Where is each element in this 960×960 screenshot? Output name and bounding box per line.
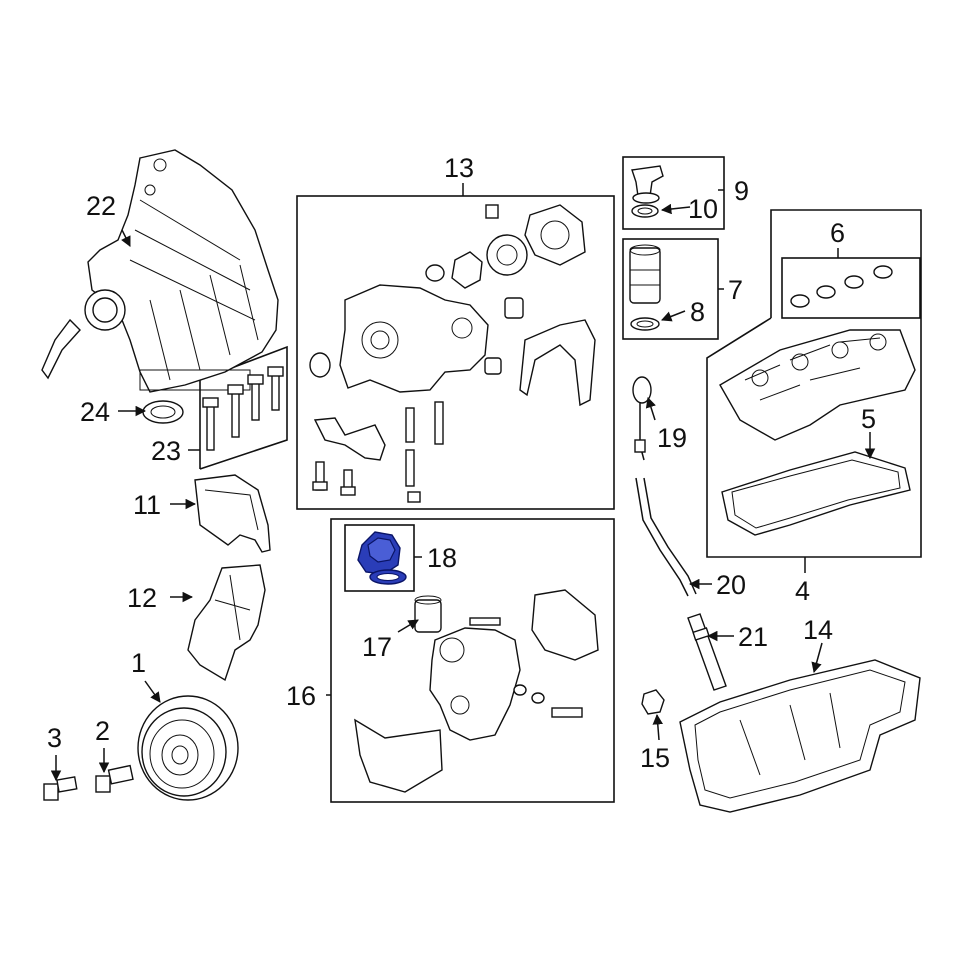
- pulley-bolt-part[interactable]: [95, 764, 134, 793]
- oil-cooler-housing-part[interactable]: [354, 589, 599, 793]
- callout-10: 10: [688, 194, 718, 224]
- callout-8: 8: [690, 297, 705, 327]
- intake-manifold-part[interactable]: [41, 149, 279, 393]
- callout-24: 24: [80, 397, 110, 427]
- callout-labels: 1 2 3 4 5 6 7 8 9 10 11 12 13 14 15 16 1…: [47, 153, 876, 773]
- dipstick-part[interactable]: [632, 376, 652, 461]
- dipstick-tube-part[interactable]: [635, 477, 697, 597]
- callout-21: 21: [738, 622, 768, 652]
- spark-plug-tube-seals-part[interactable]: [790, 265, 893, 308]
- group-frame-4: [706, 209, 922, 558]
- oil-fill-cap-part[interactable]: [631, 165, 664, 204]
- callout-3: 3: [47, 723, 62, 753]
- callout-12: 12: [127, 583, 157, 613]
- adapter-seal-part[interactable]: [630, 317, 660, 331]
- lower-cover-part[interactable]: [187, 564, 266, 682]
- callout-20: 20: [716, 570, 746, 600]
- oil-filter-part[interactable]: [414, 595, 442, 633]
- callout-7: 7: [728, 275, 743, 305]
- crankshaft-pulley-part[interactable]: [137, 695, 239, 801]
- group-frame-18: [344, 524, 415, 592]
- callout-1: 1: [131, 648, 146, 678]
- leader-lines: [50, 183, 876, 782]
- timing-cover-part[interactable]: [194, 474, 271, 553]
- callout-18: 18: [427, 543, 457, 573]
- callout-19: 19: [657, 423, 687, 453]
- group-frame-9: [622, 156, 725, 230]
- callout-11: 11: [133, 490, 161, 520]
- group-frame-16: [330, 518, 615, 803]
- callout-4: 4: [795, 576, 810, 606]
- group-frame-13: [296, 195, 615, 510]
- oil-pan-part[interactable]: [679, 659, 921, 813]
- valve-cover-part[interactable]: [719, 329, 916, 441]
- fill-cap-seal-part[interactable]: [631, 204, 659, 218]
- callout-14: 14: [803, 615, 833, 645]
- callout-17: 17: [362, 632, 392, 662]
- callout-5: 5: [861, 404, 876, 434]
- throttle-gasket-part[interactable]: [142, 400, 184, 424]
- callout-9: 9: [734, 176, 749, 206]
- manifold-bolts-part[interactable]: [202, 366, 284, 451]
- oil-pump-assembly-part[interactable]: [309, 204, 596, 503]
- callout-22: 22: [86, 191, 116, 221]
- callout-13: 13: [444, 153, 474, 183]
- callout-16: 16: [286, 681, 316, 711]
- small-bolt-part[interactable]: [43, 776, 78, 801]
- callout-23: 23: [151, 436, 181, 466]
- callout-6: 6: [830, 218, 845, 248]
- filter-adapter-part[interactable]: [629, 244, 661, 304]
- callout-15: 15: [640, 743, 670, 773]
- tube-seal-part[interactable]: [687, 613, 727, 691]
- callout-2: 2: [95, 716, 110, 746]
- drain-plug-part[interactable]: [641, 689, 665, 715]
- oil-filter-cap-part[interactable]: [357, 531, 407, 585]
- valve-cover-gasket-part[interactable]: [721, 451, 911, 536]
- group-frame-6: [781, 257, 921, 319]
- group-bracket-23: [199, 345, 288, 470]
